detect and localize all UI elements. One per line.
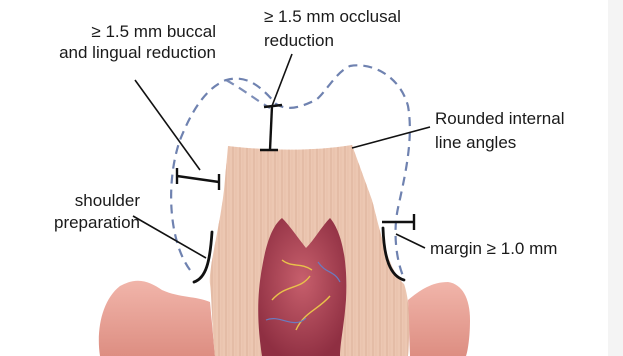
- label-shoulder-1: shoulder: [75, 191, 141, 210]
- buccal-reduction-marker: [177, 168, 219, 190]
- label-occlusal-1: ≥ 1.5 mm occlusal: [264, 7, 401, 26]
- label-shoulder-2: preparation: [54, 213, 140, 232]
- label-margin: margin ≥ 1.0 mm: [430, 239, 557, 258]
- outline-cusp-inner-left: [226, 80, 270, 108]
- label-occlusal-2: reduction: [264, 31, 334, 50]
- leader-occlusal: [272, 54, 292, 106]
- leader-internal-angles: [352, 127, 430, 148]
- right-edge-strip: [608, 0, 623, 356]
- leader-buccal-lingual: [135, 80, 200, 170]
- margin-width-marker: [382, 214, 414, 230]
- leader-shoulder: [133, 216, 206, 258]
- gingiva-left: [99, 281, 215, 356]
- label-internal-angles-1: Rounded internal: [435, 109, 564, 128]
- label-buccal-lingual-1: ≥ 1.5 mm buccal: [91, 22, 216, 41]
- label-internal-angles-2: line angles: [435, 133, 516, 152]
- leader-margin: [396, 234, 425, 248]
- label-buccal-lingual-2: and lingual reduction: [59, 43, 216, 62]
- occlusal-reduction-marker: [260, 105, 282, 150]
- gingiva-right: [408, 282, 470, 356]
